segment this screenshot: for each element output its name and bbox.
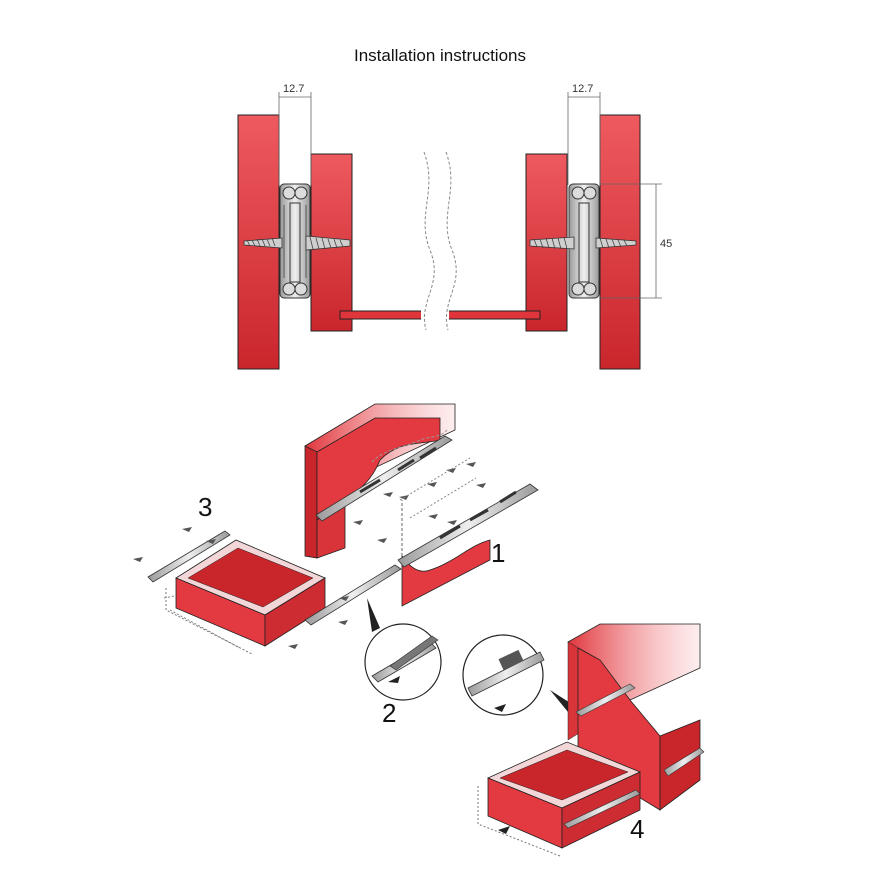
cross-section: 12.7 12.7 45 [237,83,672,370]
step1-guide-lines [399,457,477,519]
step1-cabinet [304,403,456,559]
step2-magnifier [364,598,442,701]
step1-rail-lower [397,483,539,568]
step-4-label: 4 [630,814,644,844]
step-1-label: 1 [491,538,505,568]
step1-lower-panel [401,500,491,607]
step3-drawer [163,539,326,655]
step2-screws [338,596,349,625]
step3-screws [133,527,298,649]
page-title: Installation instructions [354,46,526,65]
step-3-label: 3 [198,492,212,522]
step4-magnifier [462,634,575,716]
break-line-right [445,151,457,331]
dimension-lines [278,92,662,299]
step1-rail-upper [315,435,453,522]
step2-inner-rail [304,564,402,626]
break-line-left [423,151,435,331]
step4-drawer [477,741,642,857]
left-gap-label: 12.7 [283,83,304,95]
left-rail-profile [279,183,311,299]
step3-rail [147,530,231,583]
right-gap-label: 12.7 [572,83,593,95]
right-screw [529,236,637,250]
right-rail-profile [568,183,600,299]
step-2-label: 2 [382,698,396,728]
left-screw [243,235,351,251]
slide-height-label: 45 [660,238,672,250]
